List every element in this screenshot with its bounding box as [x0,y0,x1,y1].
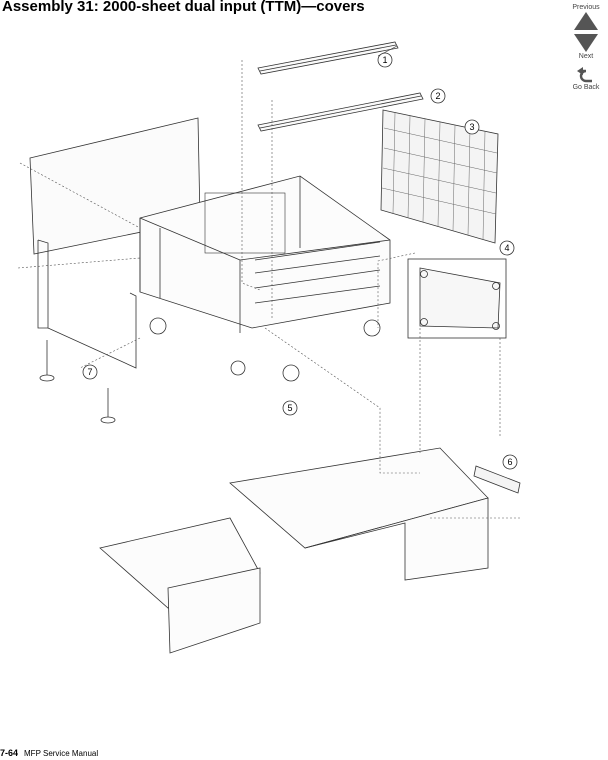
callout-4: 4 [499,240,515,256]
top-rail-part [257,41,399,75]
manual-title: MFP Service Manual [24,749,99,758]
go-back-icon[interactable] [575,66,597,84]
page-navigation: Previous Next Go Back [564,4,608,91]
exploded-assembly-diagram: 1 2 3 4 5 6 7 [17,41,521,654]
page-title: Assembly 31: 2000-sheet dual input (TTM)… [2,0,365,15]
callout-4-label: 4 [504,243,509,253]
paper-trays [99,447,489,654]
callout-2-label: 2 [435,91,440,101]
previous-arrow-icon[interactable] [573,11,599,31]
callout-3: 3 [464,119,480,135]
grid-cover-part [380,109,499,244]
callout-markers: 1 2 3 4 5 6 7 [82,45,518,470]
callout-3-label: 3 [469,122,474,132]
previous-label: Previous [572,4,600,11]
next-arrow-icon[interactable] [573,33,599,53]
side-bracket-part [37,239,137,369]
callout-5-label: 5 [287,403,292,413]
tray-bracket-part [473,465,521,494]
leveling-feet [39,340,116,424]
callout-1: 1 [377,45,398,68]
go-back-label: Go Back [572,84,600,91]
front-rail-part [257,92,424,132]
callout-2: 2 [430,88,446,104]
callout-6: 6 [502,454,518,470]
page-footer: 7-64 MFP Service Manual [0,748,98,758]
caster-wheels [149,317,381,382]
main-frame-part [139,175,391,333]
callout-6-label: 6 [507,457,512,467]
mounting-plate-part [407,258,507,339]
assembly-leader-lines [17,60,520,519]
callout-1-label: 1 [382,55,387,65]
page-number: 7-64 [0,748,19,758]
callout-7-label: 7 [87,367,92,377]
next-label: Next [578,53,594,60]
callout-7: 7 [82,364,98,380]
callout-5: 5 [282,400,298,416]
